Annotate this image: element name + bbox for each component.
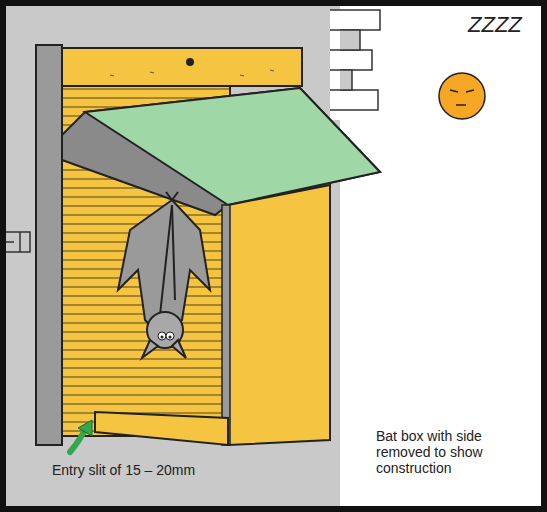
floor [95,412,228,445]
sleep-text: ZZZZ [468,12,538,37]
frame [3,3,544,509]
wall [6,6,340,506]
roof-edge [62,88,380,215]
sleeping-moon [439,73,485,119]
back-board-top [62,48,302,86]
side-panel [228,185,330,445]
caption-note: Bat box with side removed to show constr… [376,428,526,476]
back-board [36,45,62,445]
dimension-label: Entry slit of 15 – 20mm [52,462,272,478]
bat [118,192,210,358]
roof [85,88,380,205]
